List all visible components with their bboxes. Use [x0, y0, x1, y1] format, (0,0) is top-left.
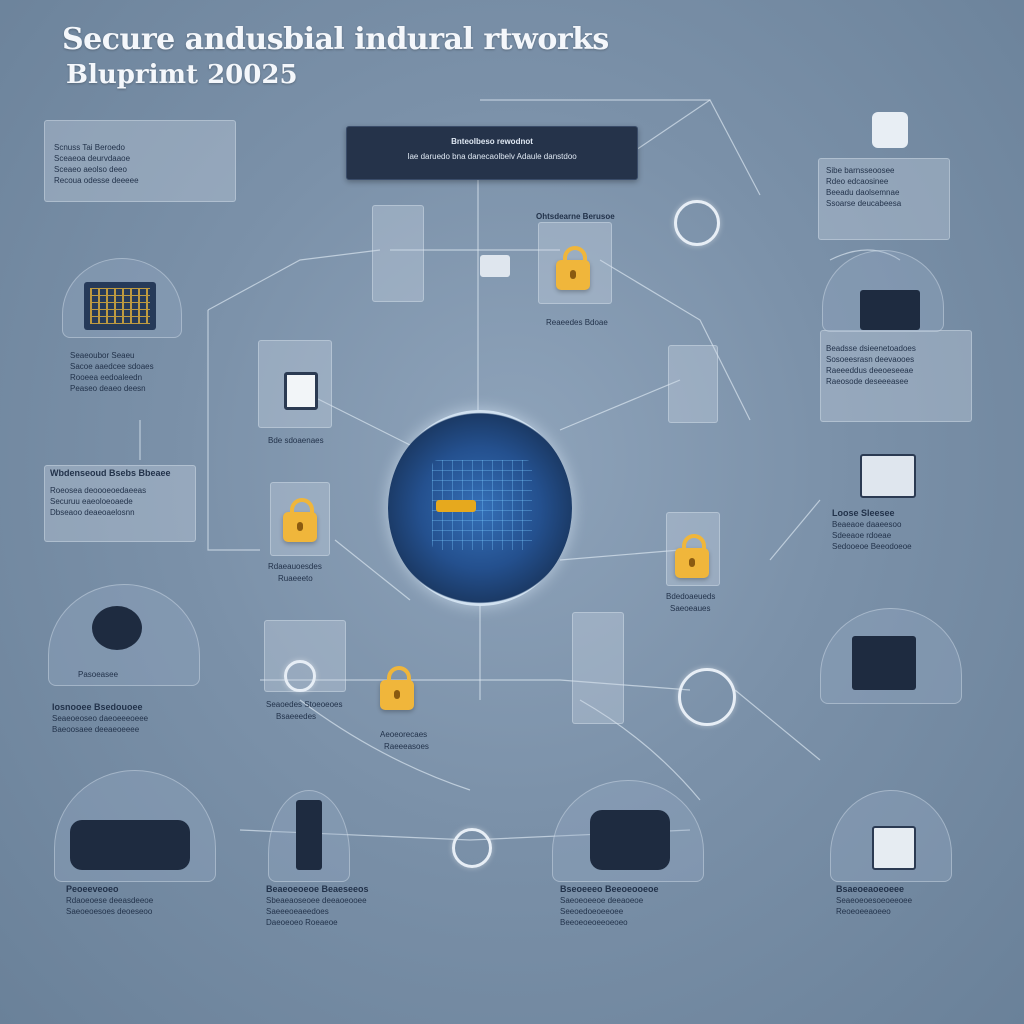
text-line: Ssoarse deucabeesa	[826, 199, 902, 208]
router-icon	[480, 255, 510, 277]
header-banner: Bnteolbeso rewodnot Iae daruedo bna dane…	[346, 126, 638, 180]
central-hub	[388, 410, 572, 606]
server-rack-icon	[852, 636, 916, 690]
text-line: Sdeeaoe rdoeae	[832, 531, 892, 540]
banner-line-1: Bnteolbeso rewodnot	[451, 137, 533, 146]
center-bottom-left-sub: Bsaeeedes	[276, 712, 317, 721]
center-right-caption: Bdedoaeueds	[666, 592, 716, 601]
block-heading: Bseoeeeo Beeoeooeoe	[560, 884, 659, 894]
left-block-1: Seaeoubor Seaeu Sacoe aaedcee sdoaes Roo…	[70, 350, 200, 394]
center-right-sub: Saeoeaues	[670, 604, 711, 613]
block-heading: Bsaeoeaoeoeee	[836, 884, 905, 894]
text-line: Raeosode deseeeasee	[826, 377, 909, 386]
text-line: Daeoeoeo Roeaeoe	[266, 918, 338, 927]
text-line: Sbeaeaoseoee deeaoeooee	[266, 896, 367, 905]
printer-icon	[860, 454, 916, 498]
text-line: Rdeo edcaosinee	[826, 177, 889, 186]
center-bottom-left-caption: Seaoedes Stoeoeoes	[266, 700, 343, 709]
bottom-block-0: Iosnooee Bsedouoee Seaeoeoseo daeoeeeoee…	[52, 702, 202, 735]
text-line: Saeoeoesoes deoeseoo	[66, 907, 153, 916]
top-right-text: Sibe barnsseoosee Rdeo edcaosinee Beeadu…	[826, 165, 946, 209]
center-bottom-sub: Raeeeasoes	[384, 742, 429, 751]
controller-icon	[872, 826, 916, 870]
text-line: Roeosea deoooeoedaeeas	[50, 486, 147, 495]
text-line: Sedooeoe Beeodoeoe	[832, 542, 912, 551]
block-heading: Peoeeveoeo	[66, 884, 119, 894]
key-icon	[436, 500, 476, 512]
list-item: Recoua odesse deeeee	[54, 176, 139, 185]
padlock-icon	[556, 246, 590, 290]
text-line: Reoeoeeaoeeo	[836, 907, 891, 916]
top-left-panel	[44, 120, 236, 202]
sensor-icon	[296, 800, 322, 870]
text-line: Seeoedoeoeeoee	[560, 907, 624, 916]
center-bottom-caption: Aeoeorecaes	[380, 730, 428, 739]
center-top-card-label: Ohtsdearne Berusoe	[536, 212, 615, 221]
list-item: Sceaeo aeolso deeo	[54, 165, 127, 174]
security-ring-icon	[284, 660, 316, 692]
text-line: Securuu eaeoloeoaede	[50, 497, 133, 506]
top-left-list: Scnuss Tai Beroedo Sceaeoa deurvdaaoe Sc…	[54, 142, 224, 186]
text-line: Seaeoeoesoeoeeoee	[836, 896, 913, 905]
text-line: Seaeoubor Seaeu	[70, 351, 135, 360]
padlock-icon	[283, 498, 317, 542]
banner-line-2: Iae daruedo bna danecaolbelv Adaule dans…	[407, 152, 577, 161]
control-panel-icon	[84, 282, 156, 330]
center-left-sub: Ruaeeeto	[278, 574, 313, 583]
block-heading: Wbdenseoud Bsebs Bbeaee	[50, 468, 171, 478]
text-line: Seaeoeoseo daeoeeeoeee	[52, 714, 149, 723]
bottom-block-3: Bseoeeeo Beeoeooeoe Saeoeoeeoe deeaoeoe …	[560, 884, 700, 928]
text-line: Dbseaoo deaeoaelosnn	[50, 508, 135, 517]
security-ring-icon	[674, 200, 720, 246]
text-line: Beadsse dsieenetoadoes	[826, 344, 916, 353]
bottom-block-1: Peoeeveoeo Rdaoeoese deeasdeeoe Saeoeoes…	[66, 884, 216, 917]
right-block-2: Loose Sleesee Beaeaoe daaeesoo Sdeeaoe r…	[832, 508, 962, 552]
block-heading: Beaeoeoeoe Beaeseeos	[266, 884, 369, 894]
text-line: Rooeea eedoaleedn	[70, 373, 143, 382]
top-right-panel	[818, 158, 950, 240]
block-heading: Iosnooee Bsedouoee	[52, 702, 143, 712]
left-block-2-panel	[44, 465, 196, 542]
page-subtitle: Bluprimt 20025	[66, 60, 298, 90]
text-line: Sacoe aaedcee sdoaes	[70, 362, 154, 371]
text-line: Peaseo deaeo deesn	[70, 384, 146, 393]
text-line: Beaeaoe daaeesoo	[832, 520, 902, 529]
right-small-card	[668, 345, 718, 423]
list-item: Scnuss Tai Beroedo	[54, 143, 126, 152]
text-line: Raeeeddus deeoeseeae	[826, 366, 914, 375]
factory-icon	[860, 290, 920, 330]
robot-arm-icon	[92, 606, 142, 650]
bottom-block-4: Bsaeoeaoeoeee Seaeoeoesoeoeeoee Reoeoeea…	[836, 884, 956, 917]
text-line: Sibe barnsseoosee	[826, 166, 895, 175]
center-left-caption: Rdaeauoesdes	[268, 562, 322, 571]
left-card-label: Bde sdoaenaes	[268, 436, 324, 445]
bottom-block-2: Beaeoeoeoe Beaeseeos Sbeaeaoseoee deeaoe…	[266, 884, 376, 928]
padlock-icon	[380, 666, 414, 710]
right-block-1-panel	[820, 330, 972, 422]
block-heading: Loose Sleesee	[832, 508, 895, 518]
text-line: Beeadu daolsemnae	[826, 188, 900, 197]
server-icon	[284, 372, 318, 410]
list-item: Sceaeoa deurvdaaoe	[54, 154, 131, 163]
left-top-card	[372, 205, 424, 302]
bottom-center-card	[572, 612, 624, 724]
robot-icon	[590, 810, 670, 870]
text-line: Rdaoeoese deeasdeeoe	[66, 896, 154, 905]
security-ring-icon	[452, 828, 492, 868]
center-top-card-caption: Reaeedes Bdoae	[546, 318, 608, 327]
text-line: Beeoeoeoeeoeoeo	[560, 918, 628, 927]
text-line: Baeoosaee deeaeoeeee	[52, 725, 140, 734]
security-ring-icon	[678, 668, 736, 726]
text-line: Sosoeesrasn deevaooes	[826, 355, 915, 364]
page-title: Secure andusbial indural rtworks	[62, 22, 609, 57]
device-icon	[872, 112, 908, 148]
left-block-2: Wbdenseoud Bsebs Bbeaee Roeosea deoooeoe…	[50, 468, 190, 518]
text-line: Saeeeoeaeedoes	[266, 907, 329, 916]
padlock-icon	[675, 534, 709, 578]
machinery-icon	[70, 820, 190, 870]
right-block-1: Beadsse dsieenetoadoes Sosoeesrasn deeva…	[826, 343, 966, 387]
far-left-caption: Pasoeasee	[78, 670, 119, 679]
text-line: Saeoeoeeoe deeaoeoe	[560, 896, 644, 905]
